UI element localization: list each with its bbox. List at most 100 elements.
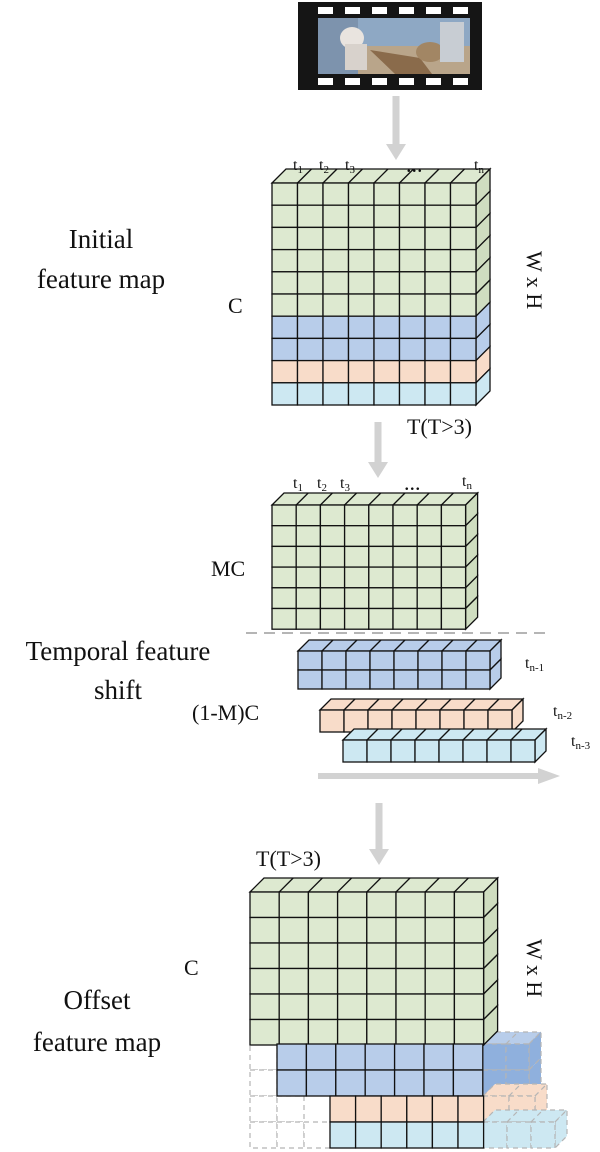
top-grid-line [369,639,382,652]
block-front-cell [416,504,443,527]
block-front-cell [278,942,310,970]
offset-time-label: T(T>3) [256,846,321,871]
top-grid-line [392,492,406,506]
block-front-cell [424,337,452,362]
shift-label-n-3: tn-3 [571,733,591,752]
block-front-cell [453,942,485,970]
block-front-cell [271,525,297,548]
block-front-cell [295,587,322,610]
block-front-cell [319,504,346,527]
top-grid-line [510,728,523,741]
block-front-cell [393,669,419,690]
block-front-cell [297,669,323,690]
block-front-cell [271,226,299,251]
block-front-cell [336,942,368,970]
film-perforations-bottom [318,78,468,85]
block-front-cell [392,504,418,527]
block-front-cell [271,382,299,406]
block-front-cell [276,1121,305,1149]
block-front-cell [453,967,485,995]
block-front-cell [366,993,397,1021]
block-front-cell [296,382,324,406]
top-grid-line [508,1083,522,1097]
block-front-cell [417,650,443,671]
block-front-cell [296,337,324,362]
block-front-cell [398,382,426,406]
block-front-cell [440,545,467,568]
top-grid-line [424,877,440,893]
block-side-cell [554,1108,568,1150]
top-grid-line [505,1031,519,1045]
block-front-cell [249,1069,278,1097]
offset-spatial-label: W x H [522,939,547,997]
block-front-cell [322,315,350,340]
block-front-cell [392,566,418,589]
block-front-cell [424,359,452,384]
shift-tick-1: t1 [293,475,303,494]
block-front-cell [345,650,371,671]
block-front-cell [297,650,323,671]
block-front-cell [506,1121,532,1149]
block-front-cell [296,248,324,273]
block-front-cell [449,204,477,229]
block-front-cell [322,359,350,384]
block-front-cell [482,1121,508,1149]
top-grid-line [424,168,440,184]
block-front-cell [271,607,297,630]
block-front-cell [347,337,375,362]
shift-label-n-2: tn-2 [553,703,572,722]
block-front-cell [336,993,368,1021]
block-front-cell [278,916,310,944]
top-grid-line [295,492,309,506]
block-front-cell [305,1069,337,1097]
block-front-cell [392,607,418,630]
block-front-cell [395,942,426,970]
top-grid-line [530,1109,544,1123]
block-front-cell [406,1121,434,1149]
top-grid-line [463,698,476,711]
block-front-cell [457,1121,485,1149]
block-front-cell [278,1018,310,1046]
arrow-film-to-initial-head [386,144,406,160]
block-front-cell [398,315,426,340]
offset-channel-label: C [184,955,199,980]
shift-tick-n: tn [462,473,472,492]
block-front-cell [319,709,345,733]
block-front-cell [510,739,536,763]
block-front-cell [322,182,350,206]
block-front-cell [322,226,350,251]
block-front-cell [416,525,443,548]
block-front-cell [296,293,324,317]
block-front-cell [380,1121,408,1149]
film-perforations-top [318,7,468,14]
block-front-cell [322,293,350,317]
block-front-cell [373,359,401,384]
top-grid-line [416,492,430,506]
block-front-cell [482,1043,507,1071]
block-front-cell [453,891,485,919]
shift-tick-ellipsis: ... [404,470,421,495]
block-front-cell [271,248,299,273]
top-grid-line [307,877,323,893]
block-front-cell [343,607,370,630]
block-front-cell [449,315,477,340]
top-grid-line [465,639,478,652]
block-front-cell [347,248,375,273]
block-front-cell [416,566,443,589]
block-front-cell [249,1018,280,1046]
video-frame-image [318,18,470,74]
block-front-cell [321,650,347,671]
block-front-cell [295,566,322,589]
block-front-cell [449,382,477,406]
block-front-cell [424,293,452,317]
initial-tick-3: t3 [345,157,355,176]
block-front-cell [271,204,299,229]
top-grid-line [453,877,469,893]
block-front-cell [465,650,491,671]
block-front-cell [393,1069,425,1097]
block-front-cell [296,315,324,340]
block-front-cell [366,942,397,970]
shift-tick-2: t2 [317,475,327,494]
block-front-cell [295,504,322,527]
block-front-cell [449,293,477,317]
